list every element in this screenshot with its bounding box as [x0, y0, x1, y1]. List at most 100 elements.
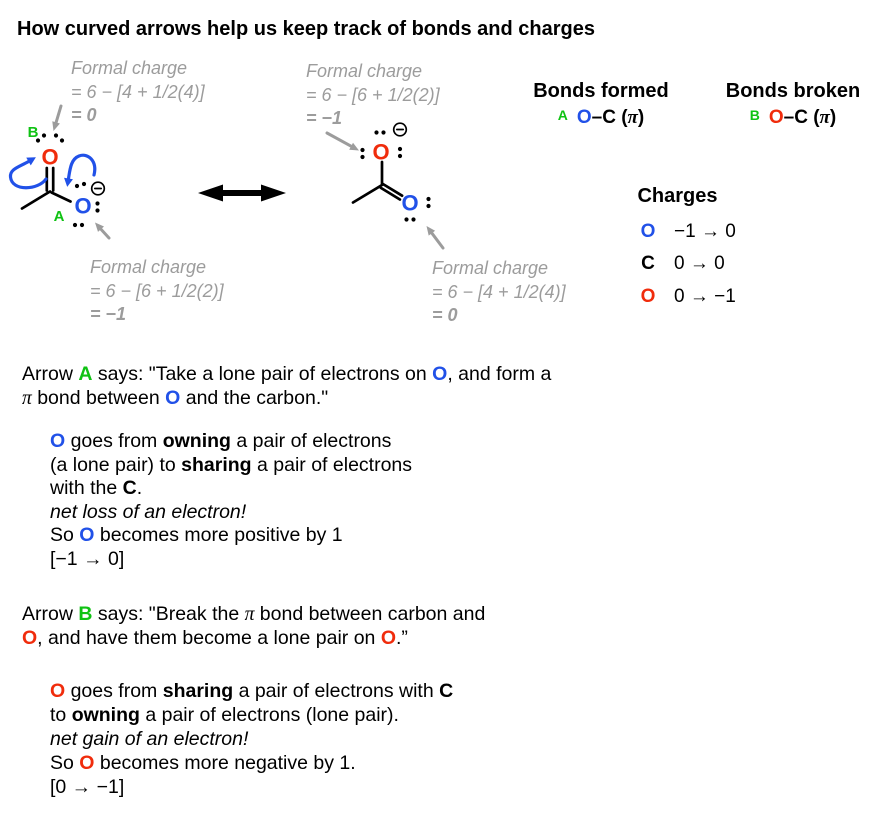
curved-arrow-a-icon	[64, 153, 97, 187]
fc-line: = −1	[306, 108, 343, 128]
charge-change-bracket: [−1 → 0]	[50, 547, 125, 570]
right-top-annotation-arrow-icon	[325, 131, 359, 151]
text-line: O goes from sharing a pair of electrons …	[50, 679, 453, 703]
pi-symbol: π	[244, 604, 255, 625]
pi-symbol: π	[627, 107, 638, 128]
c-o-double-bond-line2	[379, 186, 402, 201]
bond-text: –C (	[783, 107, 820, 128]
charge-atom: O	[640, 221, 656, 242]
arrow-label-b: B	[28, 124, 39, 141]
atom-o: O	[79, 752, 95, 774]
methyl-bond	[20, 190, 52, 210]
resonance-arrow-icon	[198, 184, 286, 202]
text: becomes more positive by 1	[94, 524, 343, 546]
charge-row-carbon: C 0 → 0	[637, 253, 725, 275]
charge-atom: C	[641, 253, 655, 274]
charge-change: 0 → −1	[674, 286, 736, 307]
formal-charge-right-top: Formal charge = 6 − [6 + 1/2(2)] = −1	[306, 60, 440, 131]
left-top-annotation-arrow-icon	[52, 104, 63, 131]
curved-arrow-b-icon	[8, 157, 48, 190]
atom-o: O	[165, 386, 181, 409]
text: and the carbon."	[180, 386, 329, 409]
text: says: "Break the	[92, 603, 245, 625]
bonds-broken-heading: Bonds broken	[725, 80, 861, 102]
italic-note: net gain of an electron!	[50, 728, 249, 750]
fc-line: = 0	[432, 305, 458, 325]
emphasis: owning	[162, 430, 231, 452]
atom-o: O	[50, 680, 66, 702]
text: Arrow	[22, 363, 79, 385]
atom-c: C	[122, 477, 137, 499]
emphasis: owning	[71, 704, 140, 726]
left-blue-oxygen-lone-pairs	[72, 181, 100, 228]
charge-change: 0 → 0	[674, 253, 725, 274]
text: goes from	[65, 430, 163, 452]
text: becomes more negative by 1.	[94, 752, 356, 774]
left-minus-charge-icon	[90, 181, 106, 196]
arrow-a-explanation: O goes from owning a pair of electrons (…	[50, 430, 412, 571]
left-structure-bonds	[20, 166, 72, 210]
text: (a lone pair) to	[50, 453, 182, 476]
charge-change: −1 → 0	[674, 221, 736, 242]
right-structure-bonds	[351, 160, 404, 204]
text-line: (a lone pair) to sharing a pair of elect…	[50, 454, 412, 478]
atom-o: O	[22, 626, 38, 649]
fc-line: = 6 − [4 + 1/2(4)]	[432, 281, 566, 302]
formal-charge-left-top: Formal charge = 6 − [4 + 1/2(4)] = 0	[71, 57, 205, 128]
methyl-bond	[351, 183, 384, 204]
text-line: So O becomes more negative by 1.	[50, 751, 453, 775]
text: a pair of electrons (lone pair).	[139, 704, 399, 726]
c-o-double-bond-line1	[381, 182, 404, 198]
arrow-b-label: B	[78, 603, 93, 625]
text: So	[50, 524, 80, 546]
bond-text: )	[829, 107, 837, 128]
c-o-single-bond	[50, 191, 72, 203]
right-carbonyl-oxygen-label: O	[401, 191, 418, 216]
bond-atom-o: O	[576, 107, 592, 128]
page-title: How curved arrows help us keep track of …	[17, 18, 595, 40]
right-anionic-oxygen-label: O	[372, 140, 389, 165]
text-line: with the C.	[50, 477, 412, 501]
left-anionic-oxygen-label: O	[74, 194, 91, 219]
text: , and have them become a lone pair on	[37, 626, 381, 649]
text: to	[50, 704, 72, 726]
text: So	[50, 752, 80, 774]
text: says: "Take a lone pair of electrons on	[92, 363, 433, 385]
fc-line: = 6 − [6 + 1/2(2)]	[306, 84, 440, 105]
fc-line: Formal charge	[306, 61, 423, 81]
atom-o: O	[79, 524, 95, 546]
italic-note: net loss of an electron!	[50, 500, 247, 523]
charges-heading: Charges	[637, 185, 718, 207]
fc-line: Formal charge	[90, 257, 207, 277]
text: a pair of electrons	[230, 430, 392, 452]
text: with the	[50, 477, 123, 499]
fc-line: Formal charge	[432, 258, 549, 278]
arrow-b-explanation: O goes from sharing a pair of electrons …	[50, 679, 453, 799]
fc-line: Formal charge	[71, 58, 188, 78]
left-structure-diagram: O O B A	[8, 104, 111, 240]
formal-charge-right-bottom: Formal charge = 6 − [4 + 1/2(4)] = 0	[432, 257, 566, 328]
bond-text: )	[637, 107, 645, 128]
text: .	[136, 477, 143, 499]
arrow-label-a: A	[54, 208, 65, 225]
text-line: to owning a pair of electrons (lone pair…	[50, 703, 453, 727]
arrow-a-label: A	[78, 363, 93, 385]
text: a pair of electrons	[251, 453, 413, 476]
atom-c: C	[439, 680, 454, 702]
emphasis: sharing	[162, 680, 234, 702]
fc-line: = 0	[71, 105, 97, 125]
formal-charge-left-bottom: Formal charge = 6 − [6 + 1/2(2)] = −1	[90, 256, 224, 327]
right-red-oxygen-lone-pairs	[360, 130, 403, 160]
charge-atom: O	[640, 286, 656, 307]
atom-o: O	[432, 363, 448, 385]
left-carbonyl-oxygen-label: O	[41, 145, 58, 170]
text-line: O goes from owning a pair of electrons	[50, 430, 412, 454]
fc-line: = 6 − [4 + 1/2(4)]	[71, 81, 205, 102]
right-bottom-annotation-arrow-icon	[426, 226, 445, 250]
text: .”	[395, 626, 408, 649]
left-bottom-annotation-arrow-icon	[95, 222, 111, 240]
pi-symbol: π	[22, 387, 32, 409]
text: , and form a	[447, 363, 552, 385]
emphasis: sharing	[181, 453, 252, 476]
bond-atom-o: O	[768, 107, 784, 128]
